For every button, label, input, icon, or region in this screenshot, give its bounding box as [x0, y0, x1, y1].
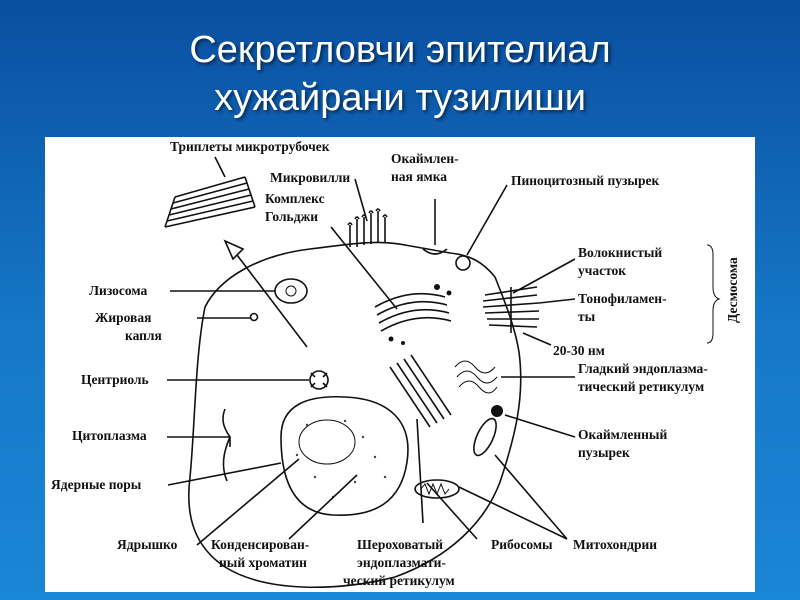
microvilli-shape: [347, 208, 388, 247]
triplets-arrow: [236, 254, 308, 348]
lipid-drop-shape: [249, 312, 259, 322]
label-rough-er-2: эндоплазмати-: [357, 555, 446, 570]
pinocytic-vesicle-shape: [455, 255, 471, 271]
cell-diagram: Триплеты микротрубочек Микровилли Компле…: [51, 139, 740, 589]
leader-pinocytic: [466, 184, 508, 256]
label-lipid-1: Жировая: [95, 310, 151, 325]
coated-pit-shape: [422, 248, 448, 255]
golgi-vesicles: [388, 284, 452, 345]
label-rough-er-3: ческий ретикулум: [343, 573, 455, 588]
label-nuclear-pores: Ядерные поры: [51, 477, 142, 492]
mitochondria-shape: [414, 417, 497, 499]
label-chromatin-2: ный хроматин: [219, 555, 307, 570]
label-mitochondria: Митохондрии: [573, 537, 657, 552]
label-golgi-1: Комплекс: [265, 191, 325, 206]
label-cytoplasm: Цитоплазма: [72, 428, 147, 443]
label-centriole: Центриоль: [81, 372, 149, 387]
leader-fibrous: [512, 258, 576, 294]
centriole-shape: [309, 370, 329, 390]
microtubule-triplets-shape: [164, 176, 256, 228]
label-desmosome: Десмосома: [725, 257, 740, 323]
slide-title: Секретловчи эпителиал хужайрани тузилиши: [0, 26, 800, 122]
triplets-arrowhead: [223, 239, 245, 261]
leader-coated-vesicle: [504, 414, 576, 438]
leader-gap: [522, 332, 552, 346]
label-microvilli: Микровилли: [270, 170, 350, 185]
cell-membrane: [187, 241, 522, 589]
label-nucleolus: Ядрышко: [117, 537, 178, 552]
leader-ribosomes: [426, 482, 478, 540]
label-fibrous-1: Волокнистый: [578, 245, 662, 260]
label-tonofil-2: ты: [578, 309, 596, 324]
label-golgi-2: Гольджи: [265, 209, 318, 224]
label-coated-pit-2: ная ямка: [391, 169, 447, 184]
leader-lines: [167, 156, 576, 546]
leader-chromatin: [288, 474, 358, 540]
label-chromatin-1: Конденсирован-: [211, 537, 309, 552]
label-triplets: Триплеты микротрубочек: [170, 139, 330, 154]
label-tonofil-1: Тонофиламен-: [578, 291, 667, 306]
leader-nuclear-pores: [167, 462, 282, 486]
cell-diagram-panel: Триплеты микротрубочек Микровилли Компле…: [45, 137, 755, 592]
leader-nucleolus: [196, 458, 300, 546]
nucleolus-shape: [298, 419, 356, 465]
label-ribosomes: Рибосомы: [491, 537, 553, 552]
golgi-shape: [374, 292, 452, 332]
lysosome-inner: [285, 285, 297, 297]
coated-vesicle-shape: [491, 405, 503, 417]
desmosome-brace: [706, 244, 721, 344]
label-coated-pit-1: Окаймлен-: [391, 151, 459, 166]
label-rough-er-1: Шероховатый: [357, 537, 443, 552]
label-smooth-er-2: тический ретикулум: [578, 379, 704, 394]
label-smooth-er-1: Гладкий эндоплазма-: [578, 361, 708, 376]
leader-mitochondria: [458, 454, 568, 540]
rough-er-shape: [389, 354, 452, 428]
smooth-er-shape: [454, 360, 498, 394]
title-line-2: хужайрани тузилиши: [214, 77, 586, 119]
title-line-1: Секретловчи эпителиал: [189, 29, 611, 71]
label-coated-vesicle-1: Окаймленный: [578, 427, 667, 442]
leader-triplets: [214, 156, 226, 178]
lysosome-shape: [274, 278, 308, 304]
label-lipid-2: капля: [125, 328, 162, 343]
leader-cytoplasm: [167, 408, 231, 482]
leader-tonofil: [538, 298, 576, 304]
label-lysosome: Лизосома: [89, 283, 148, 298]
label-pinocytic: Пиноцитозный пузырек: [511, 173, 659, 188]
leader-golgi: [330, 226, 398, 310]
leader-microvilli: [354, 178, 368, 222]
label-coated-vesicle-2: пузырек: [578, 445, 630, 460]
label-fibrous-2: участок: [578, 263, 626, 278]
nucleus-shape: [280, 395, 409, 516]
label-gap: 20-30 нм: [553, 343, 605, 358]
leader-rough-er: [416, 418, 424, 524]
desmosome-shape: [482, 286, 540, 333]
